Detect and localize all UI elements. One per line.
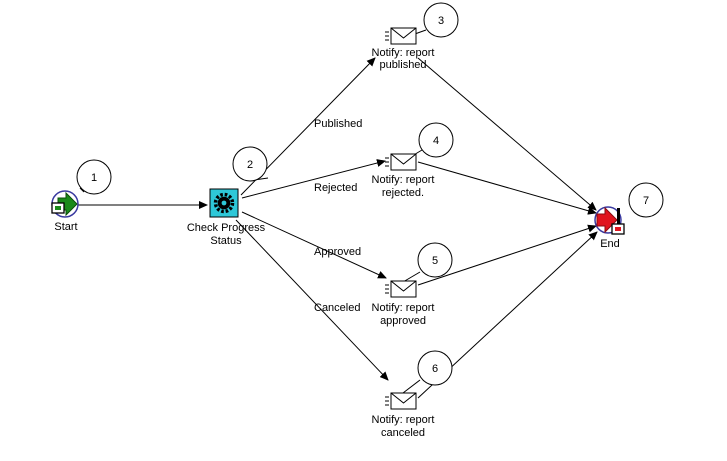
gear-hole — [221, 200, 227, 206]
notify-approved-node[interactable]: Notify: report approved — [372, 280, 435, 327]
callout-number: 1 — [91, 172, 97, 184]
callout-circle — [418, 122, 454, 158]
check-node-label-line2: Status — [210, 235, 242, 247]
notify-approved-label-line2: approved — [380, 315, 426, 327]
envelope-body — [390, 280, 417, 298]
start-node[interactable]: Start — [51, 190, 79, 233]
notify-published-node[interactable]: Notify: report published — [372, 27, 435, 71]
callout-3: 3 — [423, 2, 459, 38]
notify-canceled-label-line2: canceled — [381, 427, 425, 439]
edge-check-to-rejected — [241, 159, 386, 199]
start-arrow-box-fill — [55, 206, 61, 210]
start-node-label: Start — [54, 221, 77, 233]
notify-approved-label-line1: Notify: report — [372, 302, 435, 314]
callout-leader-5 — [402, 271, 421, 283]
edge-check-to-approved — [241, 211, 387, 279]
notify-rejected-label-line2: rejected. — [382, 187, 424, 199]
end-node[interactable]: End — [594, 206, 625, 250]
callout-circle — [423, 2, 459, 38]
edge-label-canceled: Canceled — [314, 302, 360, 314]
notify-canceled-node[interactable]: Notify: report canceled — [372, 392, 435, 439]
callout-2: 2 — [232, 146, 268, 182]
envelope-icon — [385, 392, 417, 410]
envelope-icon — [385, 153, 417, 171]
envelope-body — [390, 153, 417, 171]
callout-6: 6 — [417, 350, 453, 386]
envelope-flap — [390, 280, 417, 292]
callout-circle — [417, 350, 453, 386]
envelope-flap — [390, 153, 417, 165]
gear-function-icon — [213, 192, 235, 214]
edge-check-to-canceled — [235, 219, 389, 381]
notify-rejected-node[interactable]: Notify: report rejected. — [372, 153, 435, 199]
gear-teeth — [213, 192, 235, 214]
callout-circle — [417, 242, 453, 278]
callout-circle — [628, 182, 664, 218]
end-arrow-icon — [596, 206, 625, 235]
edge-label-published: Published — [314, 118, 362, 130]
notify-rejected-label-line1: Notify: report — [372, 174, 435, 186]
edge-label-approved: Approved — [314, 246, 361, 258]
notify-canceled-label-line1: Notify: report — [372, 414, 435, 426]
envelope-flap — [390, 27, 417, 39]
callout-number: 3 — [438, 15, 444, 27]
envelope-icon — [385, 280, 417, 298]
start-arrow-icon — [51, 191, 78, 217]
envelope-body — [390, 27, 417, 45]
envelope-body — [390, 392, 417, 410]
edge-rejected-to-end — [417, 161, 597, 215]
envelope-flap — [390, 392, 417, 404]
callout-5: 5 — [417, 242, 453, 278]
edge-published-to-end — [417, 57, 597, 211]
end-arrow-bar — [617, 208, 620, 232]
callout-leader-1 — [79, 187, 85, 193]
callout-number: 5 — [432, 255, 438, 267]
callout-number: 7 — [643, 195, 649, 207]
callout-number: 6 — [432, 363, 438, 375]
check-progress-status-node[interactable]: Check Progress Status — [187, 188, 266, 247]
end-node-label: End — [600, 238, 620, 250]
notify-published-label-line1: Notify: report — [372, 47, 435, 59]
callout-1: 1 — [76, 159, 112, 195]
envelope-icon — [385, 27, 417, 45]
callout-number: 2 — [247, 159, 253, 171]
callout-4: 4 — [418, 122, 454, 158]
end-arrow-shape — [596, 206, 618, 234]
edge-label-rejected: Rejected — [314, 182, 357, 194]
callout-number: 4 — [433, 135, 439, 147]
end-arrow-box-fill — [615, 227, 621, 231]
edge-approved-to-end — [417, 224, 597, 286]
callout-leader-6 — [402, 379, 421, 394]
notify-published-label-line2: published — [379, 59, 426, 71]
callout-circle — [232, 146, 268, 182]
check-node-label-line1: Check Progress — [187, 222, 266, 234]
callout-circle — [76, 159, 112, 195]
callout-7: 7 — [628, 182, 664, 218]
